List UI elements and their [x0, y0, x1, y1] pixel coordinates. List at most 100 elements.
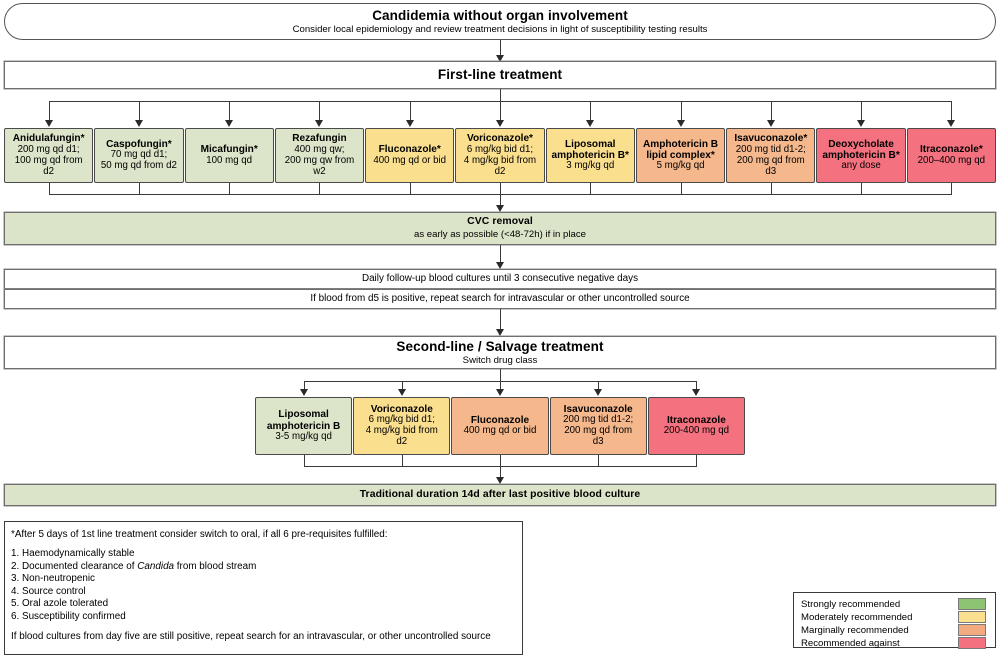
- legend-swatch: [958, 598, 986, 610]
- drug-name-line: Deoxycholate: [828, 138, 894, 150]
- drop-arrow-first-line: [406, 120, 414, 127]
- drug-name-line: Rezafungin: [292, 133, 347, 145]
- followup-box-1: Daily follow-up blood cultures until 3 c…: [4, 269, 996, 289]
- riser-line-first-line: [139, 183, 140, 194]
- drop-line-first-line: [951, 101, 952, 120]
- drug-name-line: Itraconazole: [666, 414, 726, 426]
- drug-name-line: Amphotericin B: [642, 138, 719, 150]
- riser-line-second-line: [500, 455, 501, 466]
- cvc-removal-box: CVC removal as early as possible (<48-72…: [4, 212, 996, 245]
- footnote-item: 3. Non-neutropenic: [11, 573, 95, 585]
- drop-arrow-second-line: [398, 389, 406, 396]
- riser-line-first-line: [681, 183, 682, 194]
- legend-label: Marginally recommended: [801, 624, 909, 636]
- legend-label: Recommended against: [801, 637, 900, 649]
- arrow-followup-to-secondline: [496, 329, 504, 336]
- riser-line-first-line: [590, 183, 591, 194]
- first-line-drug-box[interactable]: Voriconazole*6 mg/kg bid d1;4 mg/kg bid …: [455, 128, 545, 183]
- drug-dose-line: d2: [494, 165, 506, 177]
- drop-line-first-line: [319, 101, 320, 120]
- duration-box: Traditional duration 14d after last posi…: [4, 484, 996, 506]
- drop-line-second-line: [598, 381, 599, 390]
- drug-name-line: Isavuconazole: [563, 403, 633, 415]
- drug-name-line: Liposomal: [565, 138, 616, 150]
- riser-line-first-line: [49, 183, 50, 194]
- drug-dose-line: 6 mg/kg bid d1;: [368, 414, 435, 426]
- footnote-item: 5. Oral azole tolerated: [11, 598, 109, 610]
- drug-name-line: Voriconazole: [370, 403, 433, 415]
- riser-line-first-line: [861, 183, 862, 194]
- drop-line-first-line: [771, 101, 772, 120]
- first-line-drug-box[interactable]: Itraconazole*200–400 mg qd: [906, 128, 996, 183]
- drug-dose-line: 200 mg qd from: [564, 425, 633, 437]
- drop-arrow-first-line: [857, 120, 865, 127]
- drug-dose-line: 200 mg tid d1-2;: [735, 143, 806, 155]
- riser-line-first-line: [229, 183, 230, 194]
- drug-dose-line: d3: [592, 436, 604, 448]
- drug-dose-line: 200 mg qw from: [284, 154, 355, 166]
- drop-arrow-first-line: [315, 120, 323, 127]
- riser-line-second-line: [304, 455, 305, 466]
- drug-dose-line: d3: [765, 165, 777, 177]
- drop-line-first-line: [590, 101, 591, 120]
- first-line-drug-box[interactable]: Isavuconazole*200 mg tid d1-2;200 mg qd …: [726, 128, 816, 183]
- riser-line-first-line: [410, 183, 411, 194]
- drug-dose-line: 200–400 mg qd: [917, 154, 986, 166]
- first-line-drug-box[interactable]: Micafungin*100 mg qd: [184, 128, 274, 183]
- first-line-treatment-box: First-line treatment: [4, 61, 996, 89]
- footnote-list: 1. Haemodynamically stable 2. Documented…: [11, 548, 516, 622]
- drug-dose-line: 400 mg qw;: [294, 143, 345, 155]
- footnote-item2-italic: Candida: [137, 560, 175, 572]
- first-line-drug-box[interactable]: Caspofungin*70 mg qd d1;50 mg qd from d2: [94, 128, 184, 183]
- connector-secondline-stem: [500, 369, 501, 381]
- drop-arrow-first-line: [767, 120, 775, 127]
- drop-arrow-first-line: [586, 120, 594, 127]
- drop-arrow-second-line: [300, 389, 308, 396]
- drug-name-line: Liposomal: [278, 409, 329, 421]
- drug-dose-line: 200 mg qd from: [736, 154, 805, 166]
- connector-header-to-firstline: [500, 40, 501, 57]
- drop-line-first-line: [681, 101, 682, 120]
- drug-name-line: Caspofungin*: [106, 138, 172, 150]
- drop-arrow-first-line: [135, 120, 143, 127]
- legend-swatch: [958, 624, 986, 636]
- riser-line-second-line: [598, 455, 599, 466]
- page-title: Candidemia without organ involvement: [372, 7, 628, 23]
- drug-dose-line: d2: [43, 165, 55, 177]
- arrow-header-to-firstline: [496, 55, 504, 62]
- drug-dose-line: 3 mg/kg qd: [566, 160, 615, 172]
- drug-dose-line: 100 mg qd: [206, 154, 253, 166]
- legend-row: Strongly recommended: [801, 598, 988, 611]
- drug-dose-line: 5 mg/kg qd: [656, 160, 705, 172]
- drug-name-line: Micafungin*: [200, 144, 258, 156]
- followup-box-2: If blood from d5 is positive, repeat sea…: [4, 289, 996, 309]
- legend-row: Marginally recommended: [801, 624, 988, 637]
- drug-dose-line: 400 mg qd or bid: [463, 425, 537, 437]
- first-line-drug-box[interactable]: Anidulafungin*200 mg qd d1;100 mg qd fro…: [4, 128, 94, 183]
- first-line-title: First-line treatment: [437, 67, 563, 83]
- drop-line-second-line: [696, 381, 697, 390]
- drug-dose-line: d2: [396, 436, 408, 448]
- drop-arrow-second-line: [692, 389, 700, 396]
- drug-name-line: amphotericin B: [266, 420, 341, 432]
- drug-name-line: Fluconazole*: [378, 144, 441, 156]
- legend-swatch-cell: [944, 624, 988, 637]
- arrow-cvc-to-followup: [496, 262, 504, 269]
- first-line-drug-box[interactable]: Fluconazole*400 mg qd or bid: [365, 128, 455, 183]
- drug-dose-line: 50 mg qd from d2: [100, 160, 177, 172]
- drug-dose-line: 3-5 mg/kg qd: [275, 430, 332, 442]
- connector-secondline-merge-stem: [500, 466, 501, 479]
- legend-swatch-cell: [944, 611, 988, 624]
